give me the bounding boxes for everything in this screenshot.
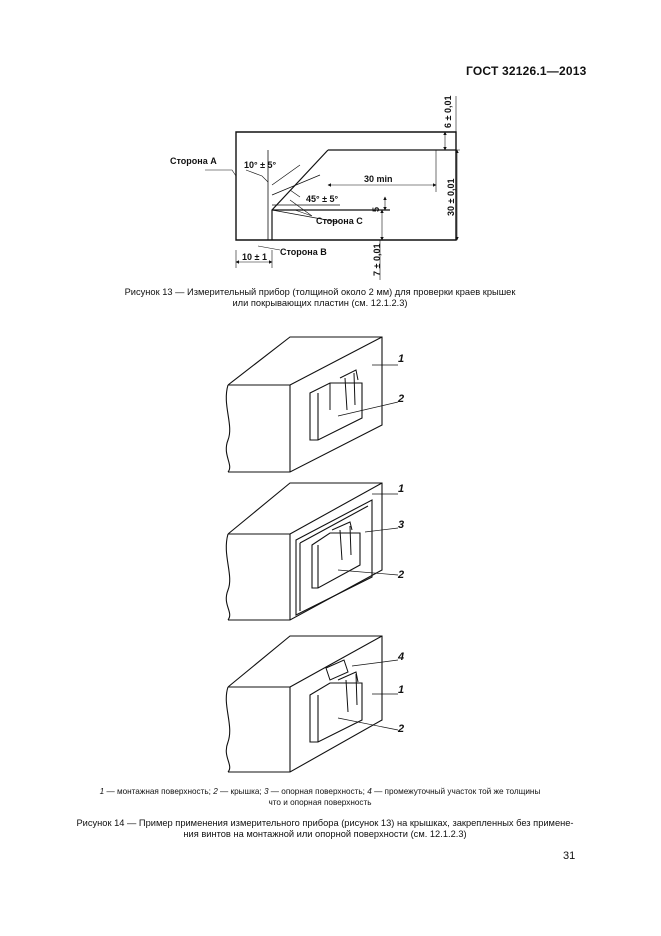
label-angle-mid: 45° ± 5° [306,194,339,204]
callout-2-view1: 2 [397,393,404,405]
callout-2-view3: 2 [397,723,404,735]
view-3 [225,635,399,773]
callout-1-view2: 1 [398,483,404,495]
callout-1-view3: 1 [398,684,404,696]
label-30min: 30 min [364,174,393,184]
label-side-b: Сторона В [280,247,327,257]
label-side-a: Сторона А [170,156,217,166]
label-dim-top: 6 ± 0,01 [443,96,453,128]
label-side-c: Сторона С [316,216,363,226]
figure-13-caption: Рисунок 13 — Измерительный прибор (толщи… [124,287,516,308]
view-2 [225,482,399,621]
label-dim-bottom: 7 ± 0,01 [372,244,382,276]
figure-14-caption: Рисунок 14 — Пример применения измерител… [76,818,574,839]
figure-14-legend: 1 — монтажная поверхность; 2 — крышка; 3… [99,787,541,807]
page-number: 31 [563,850,576,862]
callout-2-view2: 2 [397,569,404,581]
label-dim-10: 10 ± 1 [242,252,267,262]
label-angle-top: 10° ± 5° [244,160,277,170]
callout-3-view2: 3 [398,519,404,531]
callout-4-view3: 4 [397,651,404,663]
label-dim-5: 5 [371,207,381,212]
figure-13-drawing: Сторона А 10° ± 5° 30 min 45° ± 5° Сторо… [170,96,460,280]
document-header: ГОСТ 32126.1—2013 [466,64,587,78]
label-dim-right: 30 ± 0,01 [446,179,456,216]
callout-1-view1: 1 [398,353,404,365]
view-1 [225,336,399,473]
